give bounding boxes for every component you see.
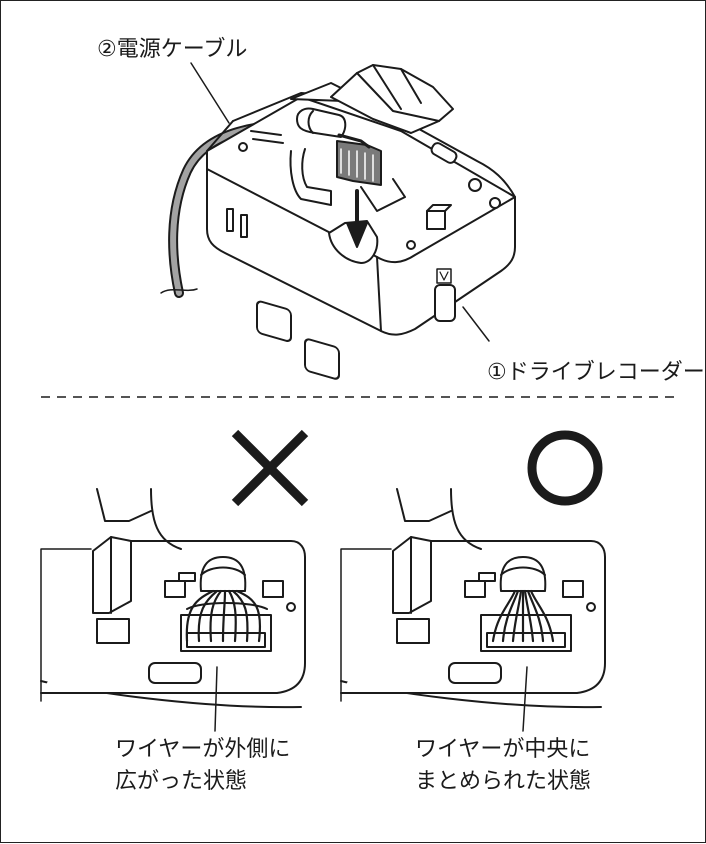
bad-caption-line2: 広がった状態	[115, 769, 248, 794]
cable-leader-line	[190, 62, 230, 124]
top-illustration	[160, 62, 516, 380]
good-caption-line2: まとめられた状態	[415, 769, 592, 794]
drive-recorder-body	[206, 96, 516, 336]
drive-recorder-label: ①ドライブレコーダー	[487, 360, 705, 385]
bad-caption: ワイヤーが外側に 広がった状態	[115, 734, 290, 798]
good-caption-line1: ワイヤーが中央に	[415, 737, 591, 762]
bad-caption-line1: ワイヤーが外側に	[115, 737, 291, 762]
circle-mark	[527, 430, 603, 506]
power-cable-label: ②電源ケーブル	[97, 37, 248, 62]
good-caption: ワイヤーが中央に まとめられた状態	[415, 734, 591, 798]
recorder-leader-line	[462, 306, 490, 342]
cross-mark	[231, 429, 309, 507]
good-connection-detail	[340, 488, 606, 732]
power-connector	[336, 140, 382, 186]
mount-clip	[330, 64, 454, 134]
good-leader-line	[522, 666, 528, 732]
bad-connection-detail	[40, 488, 306, 732]
bad-leader-line	[214, 666, 218, 732]
